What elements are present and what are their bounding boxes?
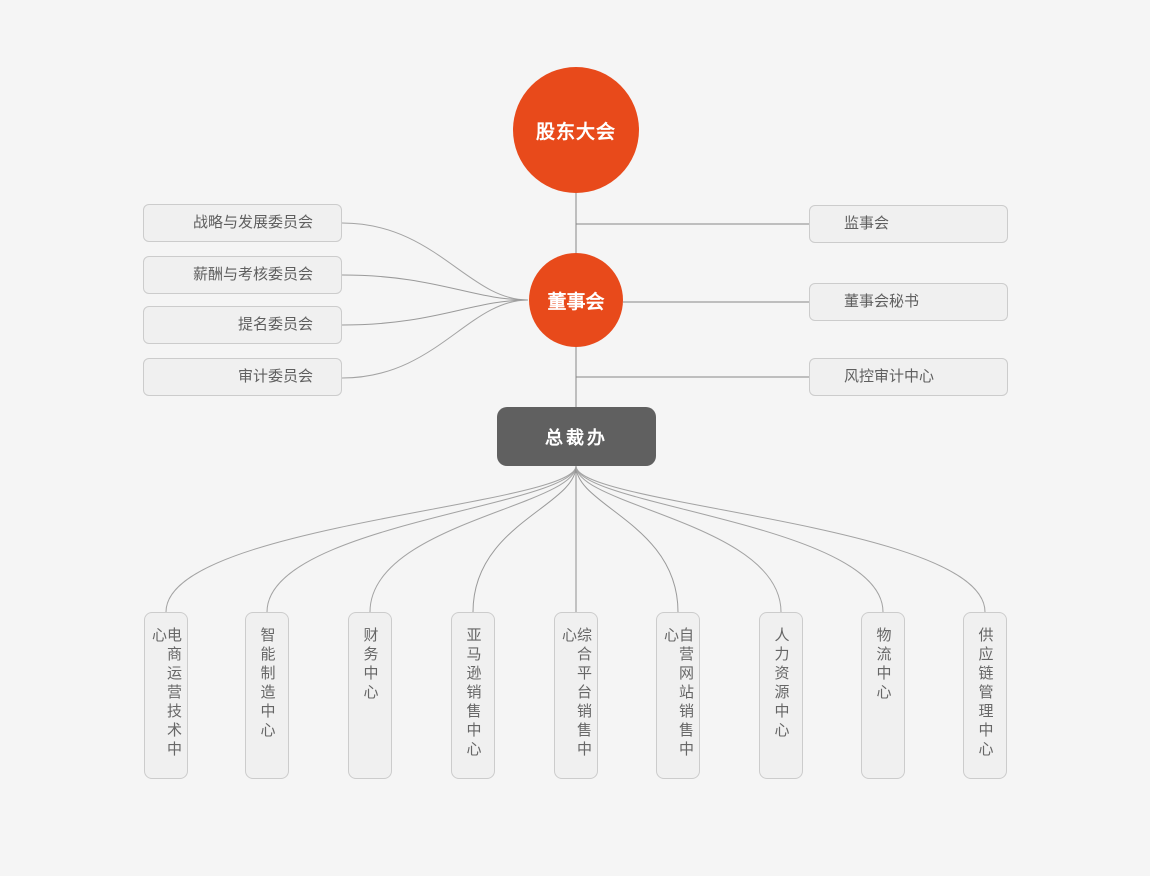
node-amazon-sales-center: 亚马逊销售中心	[451, 612, 495, 779]
node-label: 自营网站销售中心	[662, 627, 694, 760]
node-supervisory-board: 监事会	[809, 205, 1008, 243]
node-label: 股东大会	[535, 121, 616, 143]
node-president-office: 总裁办	[497, 407, 656, 466]
node-label: 供应链管理中心	[976, 627, 994, 760]
node-finance-center: 财务中心	[348, 612, 392, 779]
node-label: 董事会秘书	[844, 293, 920, 310]
node-label: 审计委员会	[237, 368, 313, 385]
node-own-website-sales-center: 自营网站销售中心	[656, 612, 700, 779]
node-board-secretary: 董事会秘书	[809, 283, 1008, 321]
node-label: 风控审计中心	[844, 368, 935, 385]
node-shareholders-meeting: 股东大会	[513, 67, 639, 193]
node-label: 亚马逊销售中心	[464, 627, 482, 760]
node-label: 监事会	[844, 215, 890, 232]
node-label: 综合平台销售中心	[560, 627, 592, 760]
node-supply-chain-center: 供应链管理中心	[963, 612, 1007, 779]
node-board-of-directors: 董事会	[529, 253, 623, 347]
node-intelligent-manufacturing-center: 智能制造中心	[245, 612, 289, 779]
node-label: 电商运营技术中心	[150, 627, 182, 760]
node-label: 战略与发展委员会	[192, 214, 313, 231]
node-label: 人力资源中心	[772, 627, 790, 741]
node-logistics-center: 物流中心	[861, 612, 905, 779]
node-label: 物流中心	[874, 627, 892, 703]
node-ecommerce-ops-tech-center: 电商运营技术中心	[144, 612, 188, 779]
node-label: 智能制造中心	[258, 627, 276, 741]
node-strategy-development-committee: 战略与发展委员会	[143, 204, 342, 242]
node-label: 财务中心	[361, 627, 379, 703]
node-nomination-committee: 提名委员会	[143, 306, 342, 344]
node-label: 董事会	[547, 291, 605, 313]
node-platform-sales-center: 综合平台销售中心	[554, 612, 598, 779]
node-label: 提名委员会	[237, 316, 313, 333]
node-label: 薪酬与考核委员会	[192, 266, 313, 283]
node-risk-audit-center: 风控审计中心	[809, 358, 1008, 396]
node-compensation-assessment-committee: 薪酬与考核委员会	[143, 256, 342, 294]
node-label: 总裁办	[545, 427, 608, 448]
node-audit-committee: 审计委员会	[143, 358, 342, 396]
node-hr-center: 人力资源中心	[759, 612, 803, 779]
